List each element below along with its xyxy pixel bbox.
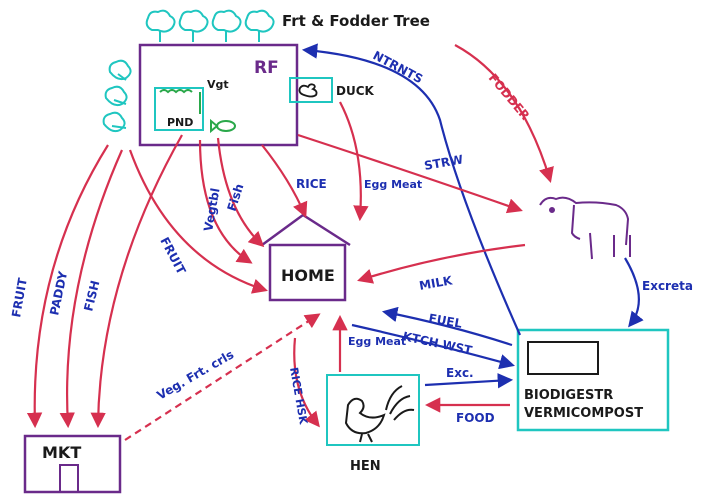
fodder-label: FODDER [486,71,533,123]
arrow-vegetable [198,139,253,264]
milk-label: MILK [418,273,454,293]
tree-icon [211,9,242,42]
duck-label: DUCK [336,84,375,98]
rice-label: RICE [296,177,327,191]
fruit-market-label: FRUIT [9,276,30,318]
market-building [23,434,122,494]
rice-husk-label: RICE HSK [287,366,310,425]
hen-egg-meat-label: Egg Meat [348,335,406,348]
arrow-fruit-home [128,149,268,294]
vegetable-pond-box [154,87,204,131]
arrow-straw [297,133,523,214]
arrow-fish-market [90,134,183,429]
duck-box [289,77,333,103]
tree-icon [104,85,128,107]
arrow-paddy-market [59,149,124,429]
cow-icon [539,196,631,260]
duck-icon [298,83,318,98]
hen-label: HEN [350,459,381,474]
arrow-rice [261,144,308,218]
biodigester-label: BIODIGESTR [524,388,613,403]
hen-excreta-label: Exc. [446,366,474,380]
fish-market-label: FISH [81,279,102,313]
arrow-kitchen-waste [351,323,515,370]
duck-egg-meat-label: Egg Meat [364,178,422,191]
hen-box [326,374,420,446]
vegetable-flow-label: Vegtbl [201,187,222,233]
hen-icon [344,385,415,443]
tree-icon [244,9,275,42]
market-label: MKT [42,443,81,462]
arrow-fodder [454,44,554,183]
fuel-label: FUEL [427,311,463,331]
home-label: HOME [281,266,335,285]
tree-icon [145,9,176,42]
tree-icon [102,111,127,133]
arrow-nutrients [301,43,522,336]
arrow-fruit-market [26,144,109,429]
food-label: FOOD [456,411,495,425]
tree-icon [108,59,132,81]
vegetable-icon [159,89,201,114]
vermicompost-label: VERMICOMPOST [524,406,643,421]
arrow-hen-excreta [424,373,514,389]
kitchen-waste-label: KTCH WST [401,329,474,358]
nutrients-label: NTRNTS [371,48,426,86]
arrow-milk [357,243,526,284]
arrow-fuel [381,306,513,347]
arrow-rice-husk [293,337,320,428]
tree-icon [178,9,209,42]
arrow-market-purchase [124,313,321,441]
arrow-duck-egg-meat [339,101,369,222]
fruit-fodder-trees [102,9,275,133]
biodigester-box [516,328,670,432]
home-building [261,213,351,302]
tree-label: Frt & Fodder Tree [282,12,430,30]
excreta-label: Excreta [642,279,693,293]
rice-field-label: RF [254,58,279,78]
pond-label: PND [167,116,193,129]
market-purchase-label: Veg. Frt. crls [155,347,237,402]
biodigester-tank [527,341,599,375]
arrow-excreta [624,257,644,328]
fish-icon [210,118,236,134]
vegetable-label: Vgt [207,78,229,91]
straw-label: STRW [423,152,464,173]
arrow-fish-home [216,137,265,248]
